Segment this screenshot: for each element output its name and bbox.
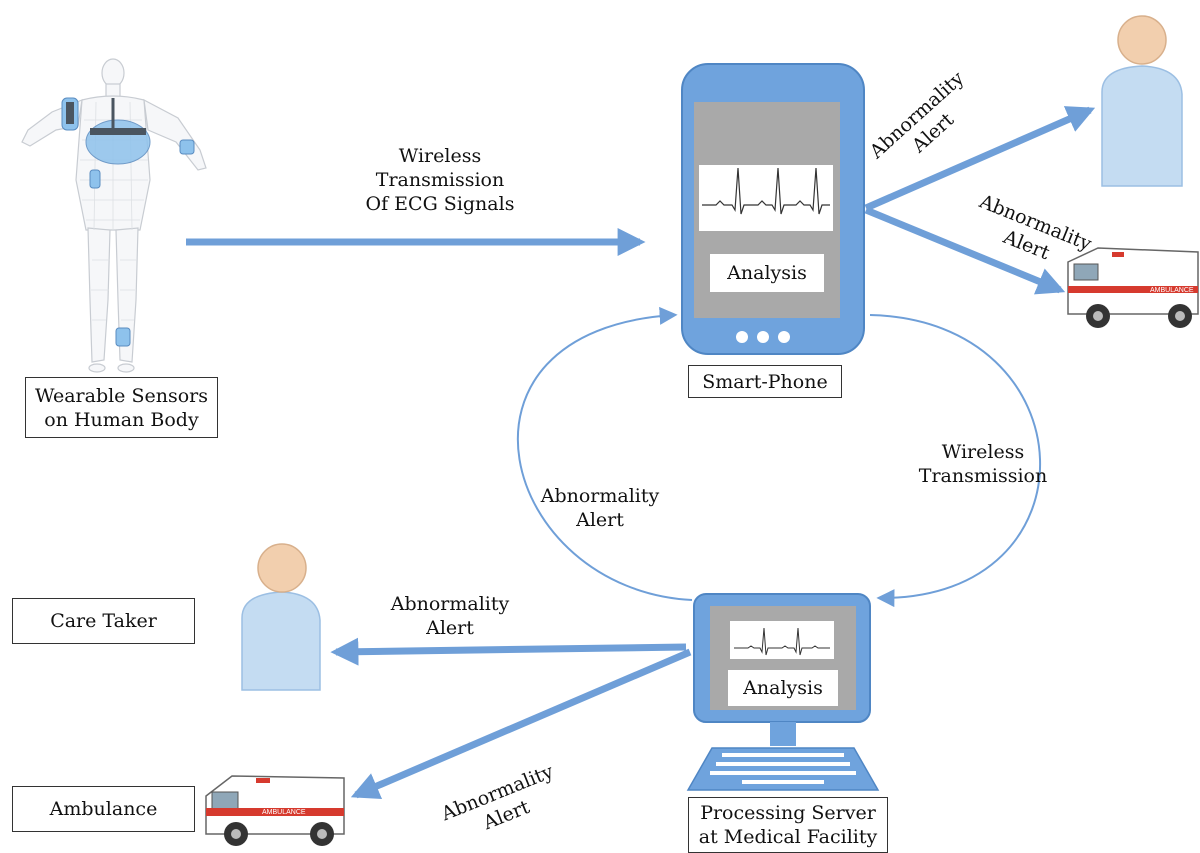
wireless-ecg-line1: Wireless — [398, 145, 482, 167]
smartphone-device — [681, 63, 865, 355]
ambulance-lettering: AMBULANCE — [262, 809, 306, 816]
arrow-wireless-server — [869, 314, 1042, 608]
wireless-ecg-label: Wireless Transmission Of ECG Signals — [350, 144, 530, 216]
server-label-line2: at Medical Facility — [698, 826, 878, 848]
alert-line1: Abnormality — [540, 485, 660, 507]
arrow-alert-phone-person — [864, 106, 1096, 212]
sensors-label-line1: Wearable Sensors — [34, 384, 208, 407]
arrow-alert-server-phone — [516, 306, 693, 601]
arrow-alert-phone-ambulance — [864, 206, 1066, 295]
server-label-line1: Processing Server — [700, 802, 876, 824]
smartphone-analysis-label: Analysis — [710, 254, 824, 292]
wireless-ecg-line3: Of ECG Signals — [365, 193, 515, 215]
ecg-waveform-server — [734, 627, 830, 656]
alert-server-phone-label: Abnormality Alert — [530, 484, 670, 532]
ambulance-lettering: AMBULANCE — [1150, 287, 1194, 294]
sensors-label-line2: on Human Body — [44, 408, 199, 431]
care-taker-person-icon — [241, 543, 321, 691]
keyboard — [686, 747, 880, 791]
alert-server-person-label: Abnormality Alert — [380, 592, 520, 640]
wireless-server-line2: Transmission — [918, 465, 1048, 487]
wireless-server-line1: Wireless — [941, 441, 1025, 463]
ambulance-label-box: Ambulance — [12, 786, 195, 832]
wireless-server-label: Wireless Transmission — [908, 440, 1058, 488]
alert-line1: Abnormality — [390, 593, 510, 615]
arrow-alert-server-person — [330, 637, 687, 666]
sensors-label-box: Wearable Sensors on Human Body — [25, 377, 218, 438]
server-label-box: Processing Server at Medical Facility — [688, 797, 888, 853]
human-body-figure — [21, 58, 207, 373]
care-taker-label: Care Taker — [50, 610, 157, 632]
server-analysis-label: Analysis — [728, 670, 838, 706]
smartphone-label-box: Smart-Phone — [688, 365, 842, 398]
ambulance-label: Ambulance — [49, 798, 158, 820]
wireless-ecg-line2: Transmission — [375, 169, 505, 191]
ambulance-icon: AMBULANCE — [205, 775, 345, 846]
alert-line2: Alert — [576, 509, 624, 531]
care-taker-label-box: Care Taker — [12, 598, 195, 644]
ambulance-icon: AMBULANCE — [1067, 247, 1199, 328]
smartphone-label: Smart-Phone — [702, 370, 828, 393]
arrow-alert-server-ambulance — [350, 648, 692, 800]
person-icon — [1101, 15, 1183, 187]
ecg-waveform-phone — [702, 167, 830, 215]
alert-line2: Alert — [426, 617, 474, 639]
